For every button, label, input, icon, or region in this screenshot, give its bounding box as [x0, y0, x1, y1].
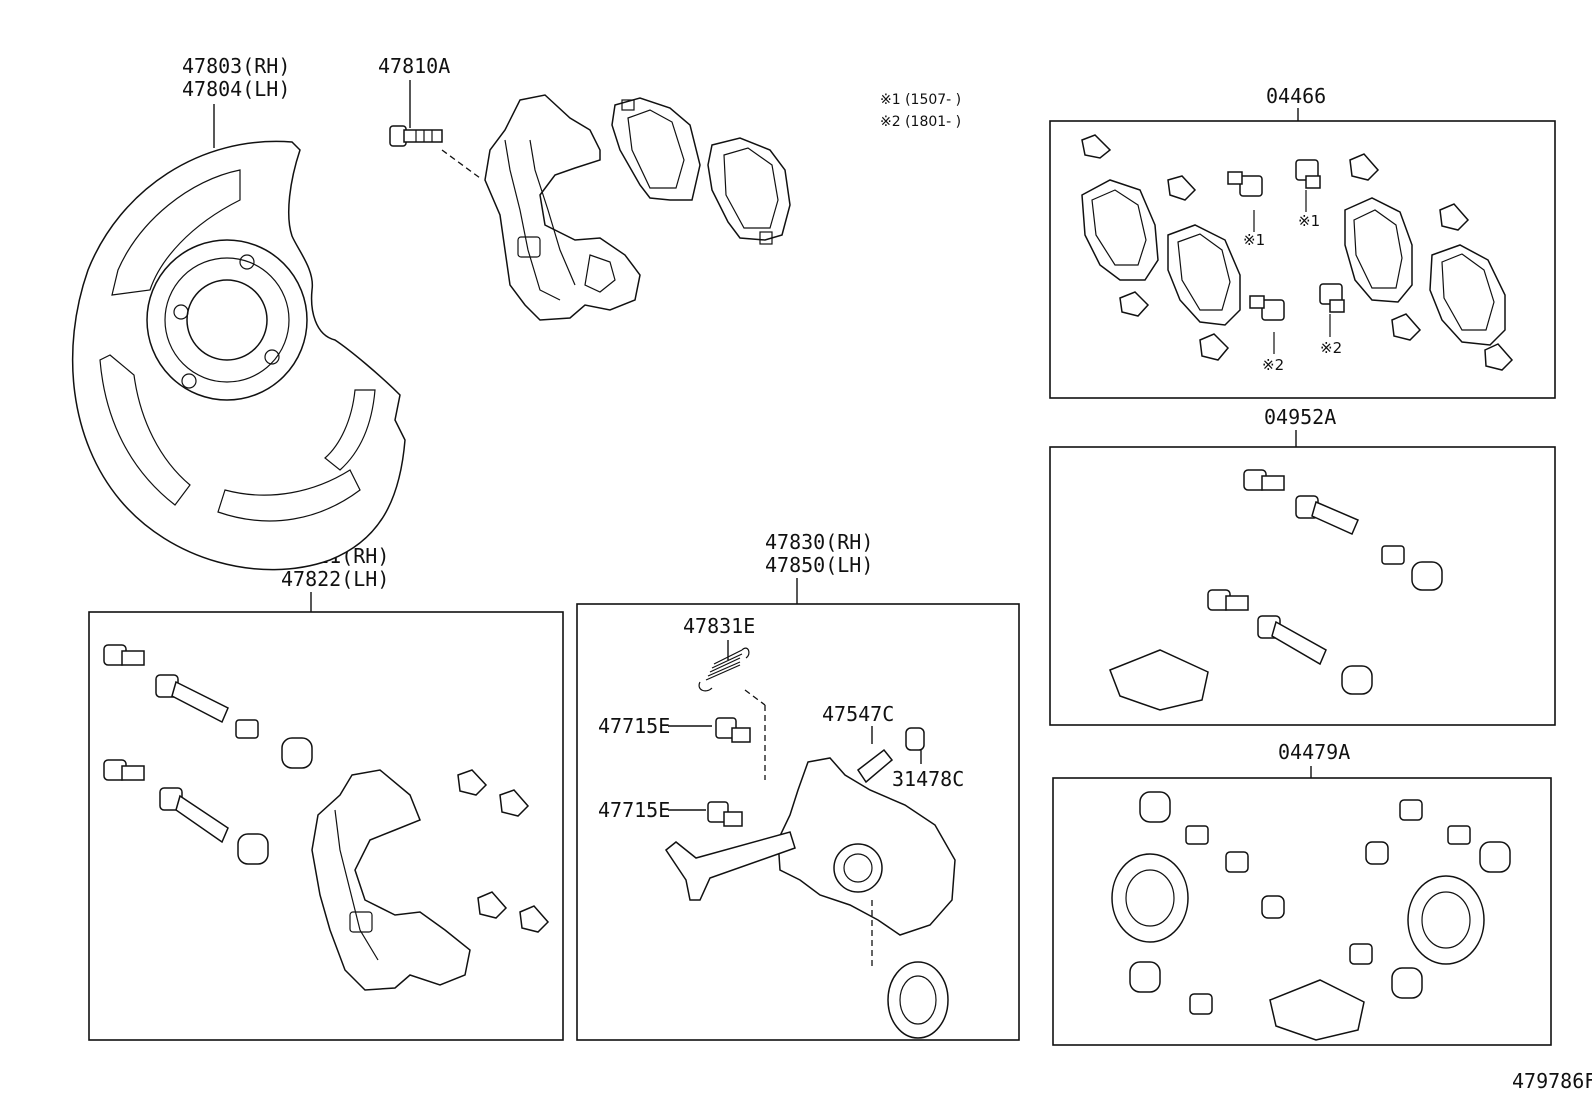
pad-kit-contents[interactable] — [1081, 134, 1514, 371]
label-plug[interactable]: 47547C — [822, 702, 894, 726]
label-bolt[interactable]: 47810A — [378, 54, 450, 78]
mounting-bracket-top[interactable] — [484, 94, 641, 321]
box-mounting — [88, 611, 564, 1041]
label-date-note-2: ※2 (1801- ) — [880, 114, 961, 130]
marker-bolt-1b: ※1 — [1298, 212, 1320, 230]
label-kit-04479a[interactable]: 04479A — [1278, 740, 1350, 764]
box-kit-04479a — [1052, 777, 1552, 1046]
mounting-box-contents[interactable] — [103, 644, 550, 991]
box-caliper — [576, 603, 1020, 1041]
label-date-note-1: ※1 (1507- ) — [880, 92, 961, 108]
label-bleeder-2[interactable]: 47715E — [598, 798, 670, 822]
box-kit-04952a — [1049, 446, 1556, 726]
label-caliper-lh[interactable]: 47850(LH) — [765, 553, 873, 577]
marker-bolt-2a: ※2 — [1262, 356, 1284, 374]
label-dust-cover-rh[interactable]: 47803(RH) — [182, 54, 290, 78]
leader-lines — [213, 80, 1331, 811]
label-cap[interactable]: 31478C — [892, 767, 964, 791]
label-pad-kit[interactable]: 04466 — [1266, 84, 1326, 108]
label-dust-cover-lh[interactable]: 47804(LH) — [182, 77, 290, 101]
marker-bolt-1a: ※1 — [1243, 231, 1265, 249]
label-ref-code: 479786F — [1512, 1069, 1592, 1093]
label-mounting-lh[interactable]: 47822(LH) — [281, 567, 389, 591]
marker-bolt-2b: ※2 — [1320, 339, 1342, 357]
caliper-box-contents[interactable] — [664, 647, 956, 1039]
brake-pad-top-1[interactable] — [611, 97, 701, 201]
kit-04479a-contents[interactable] — [1111, 791, 1511, 1041]
kit-04952a-contents[interactable] — [1109, 469, 1443, 711]
label-spring[interactable]: 47831E — [683, 614, 755, 638]
label-caliper-rh[interactable]: 47830(RH) — [765, 530, 873, 554]
brake-pad-top-2[interactable] — [707, 137, 791, 245]
label-bleeder-1[interactable]: 47715E — [598, 714, 670, 738]
dust-cover-plate[interactable] — [71, 140, 406, 571]
bolt-47810a[interactable] — [389, 125, 481, 179]
box-pad-kit — [1049, 120, 1556, 399]
label-kit-04952a[interactable]: 04952A — [1264, 405, 1336, 429]
